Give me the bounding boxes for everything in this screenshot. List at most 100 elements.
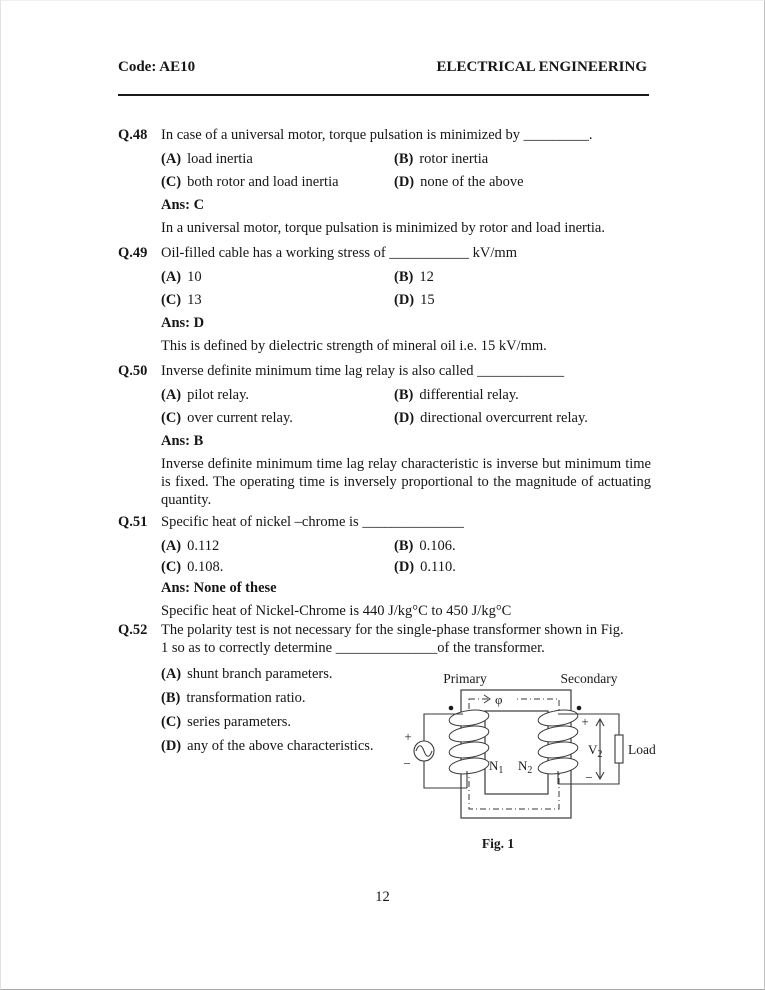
option-label: (C) — [161, 174, 182, 190]
flux-arrowhead — [483, 694, 491, 704]
option-label: (D) — [394, 292, 415, 308]
option-text: 12 — [419, 269, 434, 285]
primary-label: Primary — [443, 671, 487, 686]
option-c: (C) series parameters. — [161, 713, 651, 731]
option-text: 10 — [187, 269, 202, 285]
option-d: (D) any of the above characteristics. — [161, 737, 651, 755]
option-text: 0.110. — [420, 559, 456, 575]
option-d: (D) 0.110. — [394, 558, 651, 576]
secondary-winding — [537, 709, 579, 775]
question-number: Q.50 — [118, 363, 148, 379]
explanation-text: This is defined by dielectric strength o… — [161, 338, 547, 354]
option-label: (B) — [394, 269, 414, 285]
explanation-text: Specific heat of Nickel-Chrome is 440 J/… — [161, 603, 512, 619]
option-text: 0.106. — [419, 538, 456, 554]
option-text: 0.112 — [187, 538, 220, 554]
option-label: (D) — [394, 559, 415, 575]
option-text: both rotor and load inertia — [187, 174, 339, 190]
option-label: (B) — [394, 387, 414, 403]
option-c: (C) over current relay. — [161, 409, 394, 427]
explanation-text: In a universal motor, torque pulsation i… — [161, 220, 605, 236]
question-number: Q.52 — [118, 622, 148, 638]
option-d: (D) directional overcurrent relay. — [394, 409, 651, 427]
option-row: (C) 13 (D) 15 — [161, 291, 651, 309]
flux-label-mask — [488, 692, 514, 706]
source-minus-sign: − — [403, 756, 410, 771]
option-text: series parameters. — [187, 714, 292, 730]
option-text: load inertia — [187, 151, 253, 167]
option-label: (D) — [161, 738, 182, 754]
v2-arrowhead-top — [595, 717, 605, 727]
n1-label: N1 — [489, 758, 503, 776]
option-label: (C) — [161, 292, 182, 308]
option-a: (A) pilot relay. — [161, 386, 394, 404]
option-label: (D) — [394, 410, 415, 426]
question-52: Q.52 The polarity test is not necessary … — [118, 621, 651, 761]
v2-arrowhead-bottom — [595, 771, 605, 781]
primary-winding — [448, 709, 490, 775]
option-b: (B) rotor inertia — [394, 150, 651, 168]
option-a: (A)10 — [161, 268, 394, 286]
option-row: (A) 0.112 (B) 0.106. — [161, 537, 651, 555]
option-label: (B) — [394, 538, 414, 554]
question-text: Oil-filled cable has a working stress of… — [161, 245, 517, 261]
option-text: rotor inertia — [419, 151, 489, 167]
v2-label: V2 — [588, 742, 602, 760]
option-label: (A) — [161, 666, 182, 682]
question-text: In case of a universal motor, torque pul… — [161, 127, 593, 143]
flux-symbol: φ — [495, 692, 503, 707]
option-b: (B) 0.106. — [394, 537, 651, 555]
option-label: (C) — [161, 559, 182, 575]
option-row: (A)10 (B) 12 — [161, 268, 651, 286]
primary-bottom-wire — [423, 761, 467, 789]
option-label: (C) — [161, 410, 182, 426]
option-text: directional overcurrent relay. — [420, 410, 588, 426]
option-row: (C) 0.108. (D) 0.110. — [161, 558, 651, 576]
option-text: over current relay. — [187, 410, 293, 426]
transformer-figure: Primary Secondary φ N1 N2 — [403, 671, 656, 851]
option-text: shunt branch parameters. — [187, 666, 333, 682]
v2-plus-sign: + — [581, 714, 588, 729]
option-text: 13 — [187, 292, 202, 308]
load-label: Load — [628, 742, 656, 757]
option-text: 15 — [420, 292, 435, 308]
option-a: (A) 0.112 — [161, 537, 394, 555]
option-label: (A) — [161, 538, 182, 554]
secondary-label: Secondary — [561, 671, 618, 686]
option-text: 0.108. — [187, 559, 224, 575]
page-number: 12 — [375, 889, 390, 905]
n2-label: N2 — [518, 758, 532, 776]
option-c: (C) 13 — [161, 291, 394, 309]
option-d: (D) none of the above — [394, 173, 651, 191]
option-text: pilot relay. — [187, 387, 250, 403]
option-text: none of the above — [420, 174, 524, 190]
question-text: Specific heat of nickel –chrome is _____… — [161, 514, 464, 530]
option-b: (B)transformation ratio. — [161, 689, 651, 707]
option-label: (A) — [161, 387, 182, 403]
option-text: any of the above characteristics. — [187, 738, 374, 754]
header-divider — [118, 94, 649, 96]
option-d: (D) 15 — [394, 291, 651, 309]
option-b: (B) 12 — [394, 268, 651, 286]
option-row: (A)load inertia (B)rotor inertia — [161, 150, 651, 168]
answer-text: Ans: D — [161, 315, 205, 331]
option-row: (C) both rotor and load inertia (D) none o… — [161, 173, 651, 191]
option-row: (A) pilot relay. (B) differential relay. — [161, 386, 651, 404]
option-c: (C) both rotor and load inertia — [161, 173, 394, 191]
v2-minus-sign: − — [585, 770, 592, 785]
header-code: Code: AE10 — [118, 59, 196, 75]
primary-top-wire — [423, 713, 463, 741]
question-number: Q.48 — [118, 127, 148, 143]
question-number: Q.51 — [118, 514, 148, 530]
sine-wave-icon — [415, 745, 433, 757]
question-49: Q.49 Oil-filled cable has a working stre… — [118, 244, 651, 355]
option-a: (A) shunt branch parameters. — [161, 665, 651, 683]
option-label: (D) — [394, 174, 415, 190]
source-plus-sign: + — [404, 729, 411, 744]
option-label: (C) — [161, 714, 182, 730]
question-50: Q.50 Inverse definite minimum time lag r… — [118, 362, 651, 509]
option-label: (B) — [394, 151, 414, 167]
answer-text: Ans: C — [161, 197, 205, 213]
option-text: differential relay. — [419, 387, 519, 403]
primary-polarity-dot — [448, 705, 454, 711]
